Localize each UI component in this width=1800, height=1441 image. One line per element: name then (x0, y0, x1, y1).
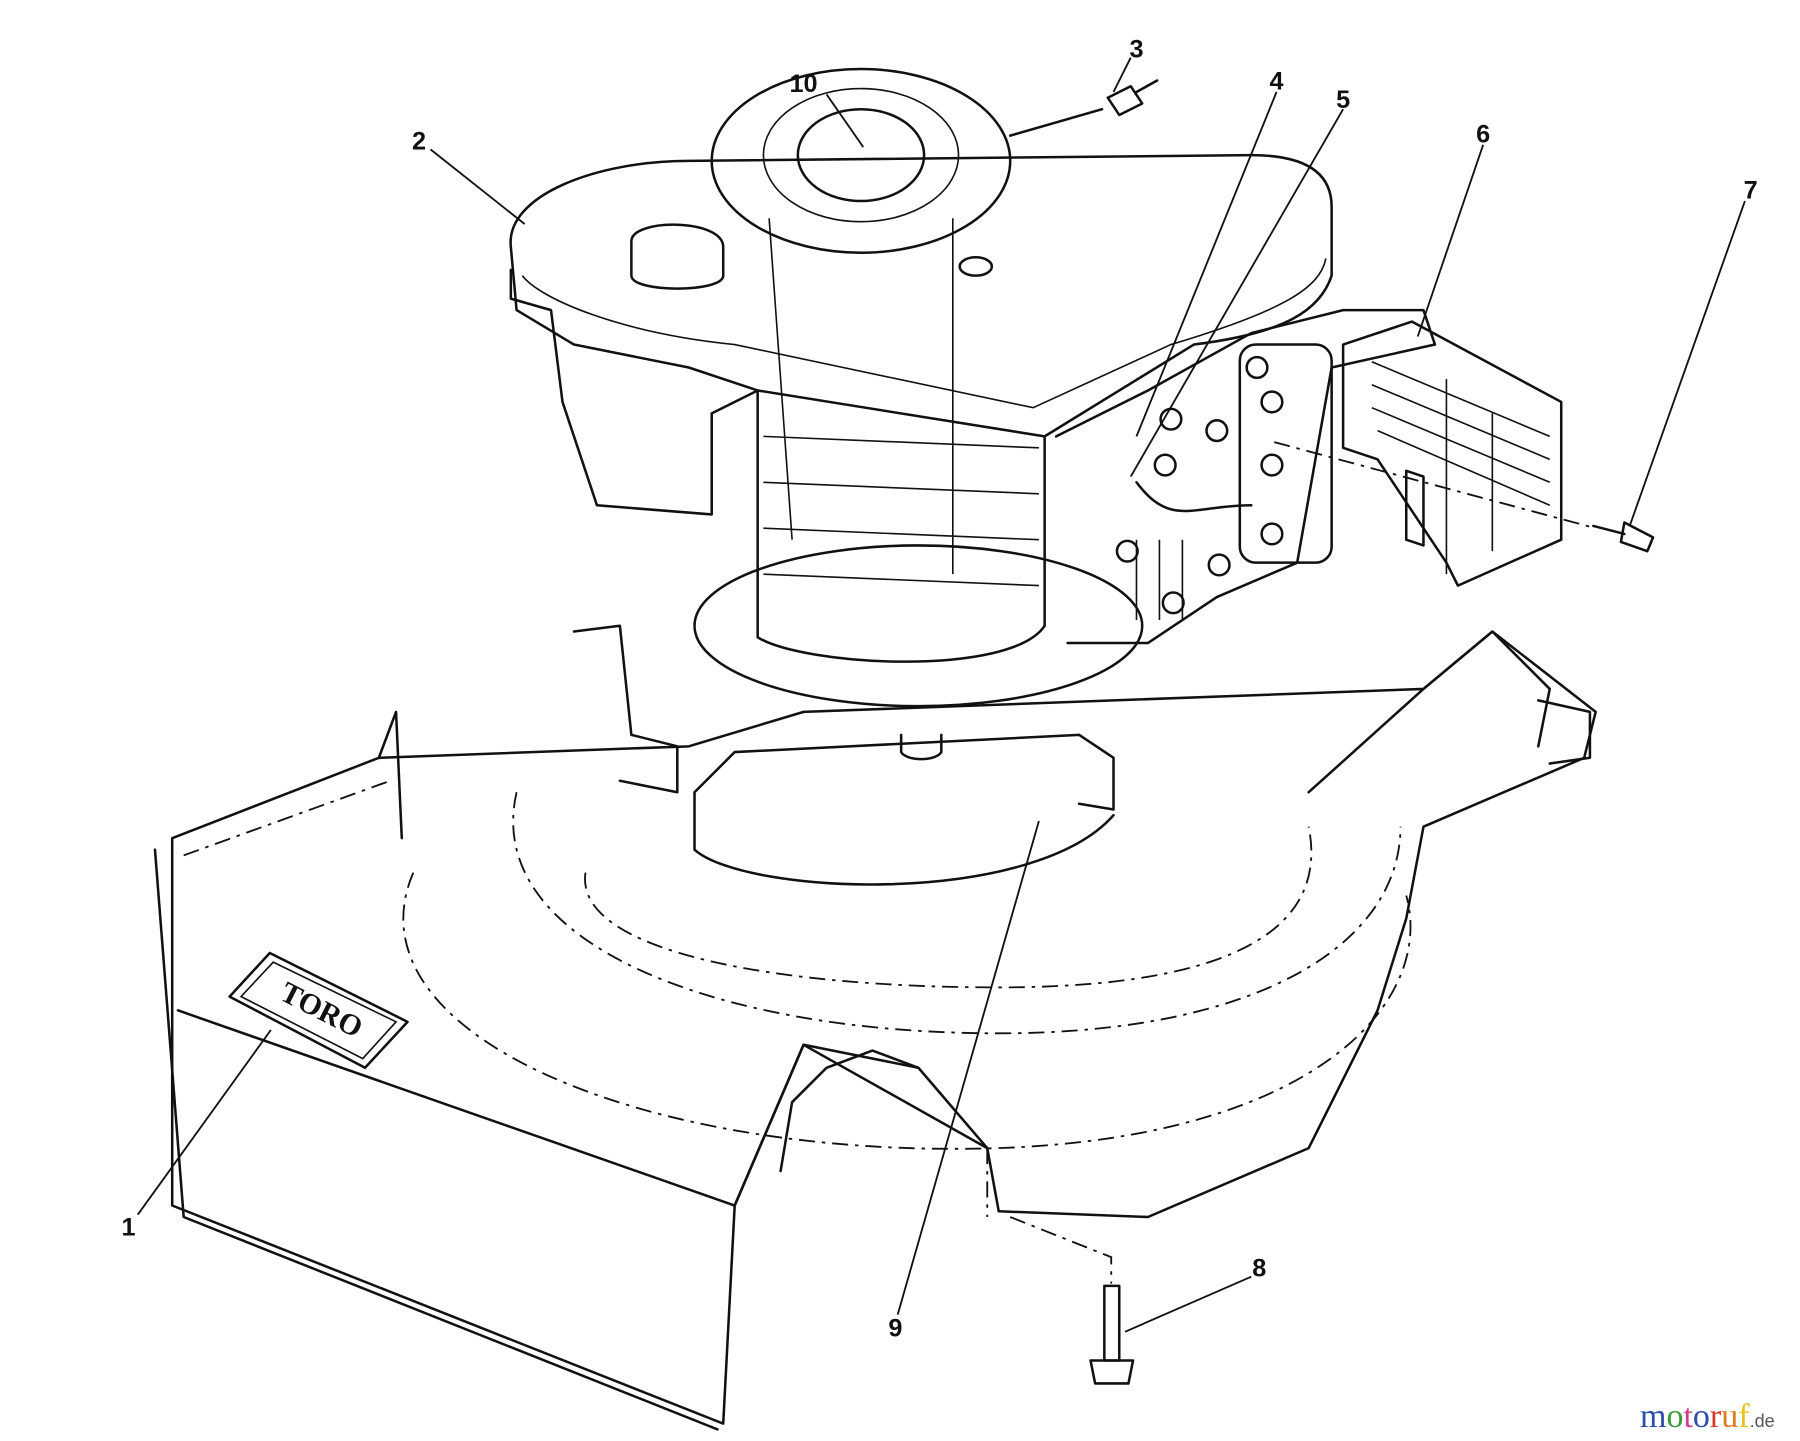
watermark-letter: u (1721, 1398, 1739, 1435)
callout-4: 4 (1270, 68, 1284, 96)
callout-6: 6 (1476, 121, 1490, 149)
watermark-letter: o (1692, 1398, 1710, 1435)
watermark-suffix: .de (1749, 1411, 1775, 1431)
mower-deck (153, 624, 1597, 1431)
engine (509, 67, 1437, 663)
watermark-logo: motoruf.de (1640, 1398, 1775, 1436)
callout-10: 10 (790, 70, 818, 98)
engine-mount (693, 544, 1144, 886)
callout-8: 8 (1252, 1255, 1266, 1283)
bolt-8 (1009, 1216, 1135, 1385)
bolts (1115, 355, 1284, 615)
callout-9: 9 (888, 1314, 902, 1342)
leader-lines (137, 57, 1746, 1333)
watermark-letter: t (1683, 1398, 1693, 1435)
callout-2: 2 (412, 127, 426, 155)
callout-3: 3 (1129, 36, 1143, 64)
watermark-letter: m (1640, 1398, 1667, 1435)
watermark-letter: o (1666, 1398, 1684, 1435)
watermark-letter: r (1709, 1398, 1722, 1435)
callout-7: 7 (1744, 177, 1758, 205)
screw-7 (1592, 521, 1655, 553)
callout-5: 5 (1336, 86, 1350, 114)
muffler-guard (1341, 320, 1563, 587)
callout-1: 1 (122, 1213, 136, 1241)
watermark-letter: f (1738, 1398, 1750, 1435)
throttle-cable (1008, 79, 1159, 137)
